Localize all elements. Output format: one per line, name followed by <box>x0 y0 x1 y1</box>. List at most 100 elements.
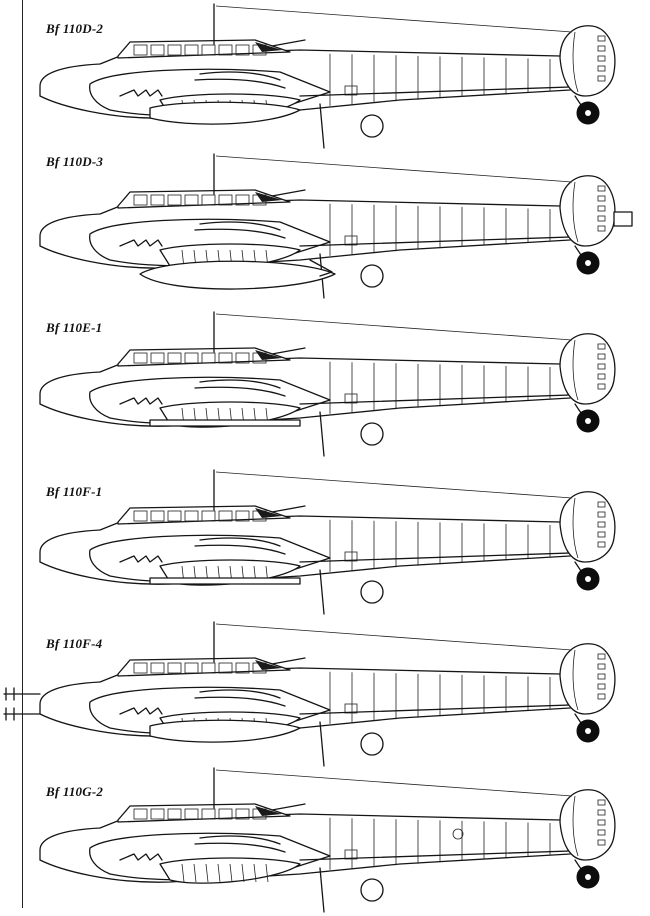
exhaust-stubs <box>119 397 163 405</box>
main-wheel <box>360 580 384 604</box>
radiator-vane <box>217 863 221 883</box>
rear-gun-position <box>255 508 282 518</box>
variant-label: Bf 110D-3 <box>46 154 104 169</box>
radiator-vane <box>193 863 197 883</box>
canopy-panel <box>184 808 199 820</box>
variant-f4: Bf 110F-4 <box>0 618 650 770</box>
sheet-border-line <box>22 0 23 908</box>
canopy-panel <box>167 352 182 364</box>
wing-root-line <box>299 551 601 563</box>
main-wheel <box>360 264 384 288</box>
main-wheel <box>360 732 384 756</box>
canopy-panel <box>150 662 165 674</box>
canopy-panel <box>218 662 233 674</box>
canopy-panel <box>167 194 182 206</box>
canopy-panel <box>201 510 216 522</box>
aircraft-side-view <box>39 311 616 457</box>
access-hatch <box>344 551 358 562</box>
rudder-hinge-line <box>572 31 579 93</box>
trim-tab <box>597 383 606 390</box>
exhaust-stubs <box>119 555 163 563</box>
rear-gun-position <box>255 350 282 360</box>
fuselage-marking <box>452 828 464 840</box>
trim-tab <box>597 215 606 222</box>
canopy-panel <box>235 194 250 206</box>
canopy-panel <box>133 510 148 522</box>
variant-label: Bf 110G-2 <box>46 784 104 799</box>
aircraft-side-view <box>39 469 616 615</box>
tailwheel-hub <box>585 110 591 116</box>
trim-tab <box>597 799 606 806</box>
variant-label: Bf 110D-2 <box>46 21 104 36</box>
canopy-panel <box>235 510 250 522</box>
trim-tab <box>597 195 606 202</box>
exhaust-stubs <box>119 239 163 247</box>
belly-tank <box>149 719 301 743</box>
canopy-panel <box>150 808 165 820</box>
wing-root-line <box>299 849 601 861</box>
aerial-wire <box>215 769 573 797</box>
tail-fin <box>559 25 616 97</box>
trim-tab <box>597 693 606 700</box>
trim-tab <box>597 809 606 816</box>
canopy-panel <box>201 662 216 674</box>
canopy-panel <box>167 510 182 522</box>
extended-tail-cone <box>613 211 633 227</box>
rear-gun-position <box>255 192 282 202</box>
tailwheel-hub <box>585 418 591 424</box>
tank-fin <box>309 259 333 277</box>
tail-fin <box>559 789 616 861</box>
rear-gun-position <box>255 660 282 670</box>
exhaust-stubs <box>119 707 163 715</box>
canopy-panel <box>184 662 199 674</box>
tailwheel-hub <box>585 260 591 266</box>
rear-gun-position <box>255 806 282 816</box>
radiator-vane <box>229 863 233 883</box>
trim-tab <box>597 839 606 846</box>
canopy-panel <box>218 352 233 364</box>
variant-f1: Bf 110F-1 <box>0 466 650 618</box>
rudder-hinge-line <box>572 339 579 401</box>
access-hatch <box>344 703 358 714</box>
antenna-mast-lower <box>319 569 325 615</box>
access-hatch <box>344 235 358 246</box>
antenna-mast-lower <box>319 103 325 149</box>
rear-gun-barrel <box>271 505 306 513</box>
main-wheel <box>360 878 384 902</box>
aircraft-side-view <box>39 767 616 913</box>
canopy-panel <box>218 510 233 522</box>
rudder-hinge-line <box>572 181 579 243</box>
trim-tab <box>597 673 606 680</box>
canopy-panel <box>201 808 216 820</box>
cowling-lines <box>194 379 286 397</box>
canopy-panel <box>150 194 165 206</box>
trim-tab <box>597 45 606 52</box>
trim-tab <box>597 65 606 72</box>
canopy-panel <box>218 194 233 206</box>
canopy-panel <box>235 808 250 820</box>
wing-root-line <box>299 393 601 405</box>
variant-e1: Bf 110E-1 <box>0 308 650 460</box>
tail-fin <box>559 643 616 715</box>
trim-tab <box>597 205 606 212</box>
rear-gun-barrel <box>271 347 306 355</box>
rear-gun-barrel <box>271 189 306 197</box>
canopy-panel <box>201 352 216 364</box>
cowling-lines <box>194 221 286 239</box>
antenna-mast-lower <box>319 411 325 457</box>
trim-tab <box>597 75 606 82</box>
cowling-lines <box>194 537 286 555</box>
canopy-panel <box>150 510 165 522</box>
nose-radar-antennas <box>3 687 41 721</box>
aerial-wire <box>215 313 573 341</box>
belly-rack <box>149 577 301 585</box>
cowling-lines <box>194 689 286 707</box>
canopy-panel <box>150 44 165 56</box>
variant-d3: Bf 110D-3 <box>0 150 650 302</box>
rear-gun-position <box>255 42 282 52</box>
tail-fin <box>559 175 616 247</box>
antenna-mast-lower <box>319 867 325 913</box>
canopy-panel <box>167 808 182 820</box>
trim-tab <box>597 343 606 350</box>
canopy-panel <box>218 808 233 820</box>
